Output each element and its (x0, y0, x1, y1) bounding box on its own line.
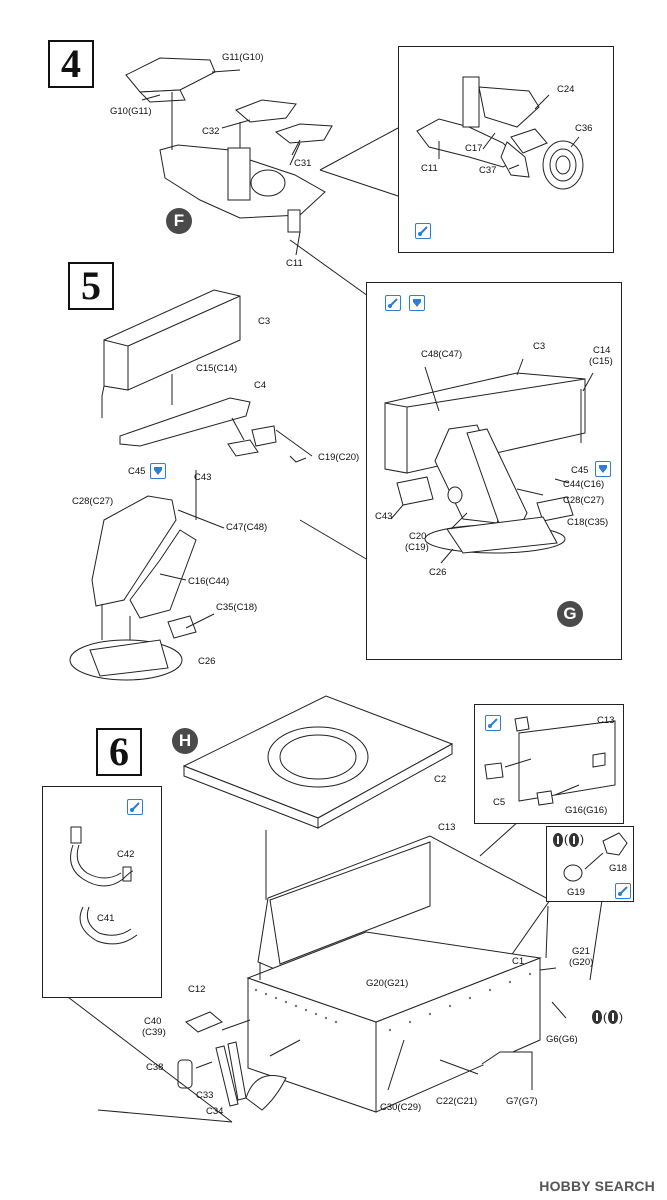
part-label-c28-detail: C28(C27) (563, 495, 605, 506)
part-label-c17: C17 (465, 143, 483, 154)
glue-icon (127, 799, 143, 815)
part-label-g11: G11(G10) (222, 52, 264, 63)
glue-icon (485, 715, 501, 731)
part-label-c40: C40 (144, 1016, 162, 1027)
glue-icon (615, 883, 631, 899)
part-label-g20: G20(G21) (366, 978, 409, 989)
g18-detail-drawing (563, 832, 628, 882)
part-label-g6: G6(G6) (546, 1034, 578, 1045)
part-label-c4: C4 (254, 380, 267, 391)
step5-detail-drawing (384, 358, 594, 564)
part-label-c14-alt: (C15) (589, 356, 613, 367)
part-label-g16: G16(G16) (565, 805, 608, 816)
part-label-c33: C33 (196, 1090, 214, 1101)
glue-icon (415, 223, 431, 239)
glue-icon (385, 295, 401, 311)
part-label-g7: G7(G7) (506, 1096, 538, 1107)
part-label-c26-detail: C26 (429, 567, 447, 578)
step4-detail-drawing (416, 76, 584, 190)
part-label-g18: G18 (609, 863, 627, 874)
part-label-c30: C30(C29) (380, 1102, 422, 1113)
part-label-g21: G21 (572, 946, 590, 957)
part-label-c48: C48(C47) (421, 349, 463, 360)
part-label-c14: C14 (593, 345, 611, 356)
part-label-c22: C22(C21) (436, 1096, 478, 1107)
part-label-g21-alt: (G20) (569, 957, 594, 968)
part-label-c11-detail: C11 (421, 163, 438, 174)
part-label-c43: C43 (194, 472, 212, 483)
drill-icon (150, 463, 166, 479)
part-label-g19: G19 (567, 887, 585, 898)
step-number-4: 4 (48, 40, 94, 88)
marker-g: G (557, 601, 583, 627)
part-label-c44: C44(C16) (563, 479, 605, 490)
part-label-c11: C11 (286, 258, 303, 269)
part-label-c41: C41 (97, 913, 115, 924)
part-label-c2: C2 (434, 774, 447, 785)
pair-icon (569, 833, 579, 847)
part-label-c20: C20 (409, 531, 427, 542)
part-label-c45: C45 (128, 466, 146, 477)
part-label-c16: C16(C44) (188, 576, 230, 587)
c42-detail-drawing (70, 826, 138, 945)
pair-icon-paren: ) (619, 1010, 623, 1024)
part-label-c35: C35(C18) (216, 602, 258, 613)
part-label-c38: C38 (146, 1062, 164, 1073)
part-label-c18: C18(C35) (567, 517, 609, 528)
part-label-c37: C37 (479, 165, 497, 176)
part-label-c3: C3 (258, 316, 271, 327)
part-label-c43-detail: C43 (375, 511, 393, 522)
pair-icon (592, 1010, 602, 1024)
pair-icon (553, 833, 563, 847)
c13-detail-drawing (484, 716, 616, 806)
part-label-c40-alt: (C39) (142, 1027, 166, 1038)
drill-icon (409, 295, 425, 311)
marker-h: H (172, 728, 198, 754)
pair-icon-paren: ( (564, 832, 568, 846)
part-label-c34: C34 (206, 1106, 224, 1117)
part-label-c3-detail: C3 (533, 341, 546, 352)
part-label-c13-detail: C13 (597, 715, 615, 726)
part-label-c47: C47(C48) (226, 522, 268, 533)
watermark: HOBBY SEARCH (539, 1178, 655, 1194)
part-label-c19: C19(C20) (318, 452, 360, 463)
pair-icon-paren: ( (603, 1010, 607, 1024)
step4-detail-box: C24 C36 C17 C11 C37 (398, 46, 614, 253)
part-label-c5: C5 (493, 797, 506, 808)
drill-icon (595, 461, 611, 477)
step-number-5: 5 (68, 262, 114, 310)
part-label-c1: C1 (512, 956, 525, 967)
part-label-g10: G10(G11) (110, 106, 152, 117)
step6-detail-box-g18: ( ) G18 G19 (546, 826, 634, 902)
part-label-c15: C15(C14) (196, 363, 238, 374)
step5-detail-box: C48(C47) C3 C14 (C15) C45 C44(C16) C28(C… (366, 282, 622, 660)
pair-icon-paren: ) (580, 832, 584, 846)
part-label-c28: C28(C27) (72, 496, 114, 507)
part-label-c42: C42 (117, 849, 135, 860)
step6-detail-box-c42: C42 C41 (42, 786, 162, 998)
part-label-c36: C36 (575, 123, 593, 134)
part-label-c32: C32 (202, 126, 220, 137)
part-label-c26: C26 (198, 656, 216, 667)
part-label-c12: C12 (188, 984, 206, 995)
pair-icon (608, 1010, 618, 1024)
part-label-c13: C13 (438, 822, 456, 833)
part-label-c20-alt: (C19) (405, 542, 429, 553)
step-number-6: 6 (96, 728, 142, 776)
part-label-c45-detail: C45 (571, 465, 589, 476)
marker-f: F (166, 208, 192, 234)
step6-detail-box-c13: C13 C5 G16(G16) (474, 704, 624, 824)
part-label-c31: C31 (294, 158, 312, 169)
part-label-c24: C24 (557, 84, 575, 95)
